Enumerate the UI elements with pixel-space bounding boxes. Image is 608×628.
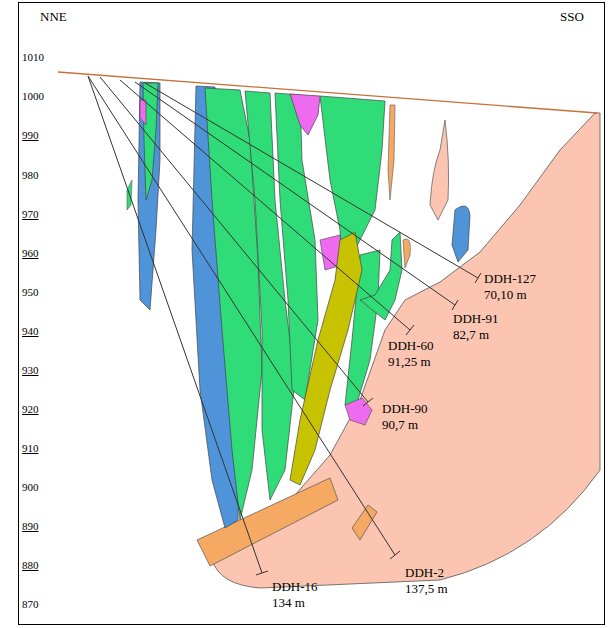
direction-label: SSO xyxy=(560,10,584,23)
elevation-tick: 950 xyxy=(22,287,39,298)
drill-hole-depth: 90,7 m xyxy=(382,418,418,431)
drill-hole-depth: 70,10 m xyxy=(484,288,527,301)
elevation-tick: 940 xyxy=(22,326,39,337)
drill-hole-name: DDH-2 xyxy=(405,566,444,579)
drill-hole xyxy=(88,76,268,575)
drill-hole-name: DDH-60 xyxy=(388,339,434,352)
elevation-tick: 980 xyxy=(22,170,39,181)
elevation-tick: 870 xyxy=(22,599,39,610)
drill-hole-depth: 137,5 m xyxy=(405,582,448,595)
direction-label: NNE xyxy=(40,10,67,23)
drill-hole-name: DDH-127 xyxy=(484,272,536,285)
dyke xyxy=(388,105,395,200)
drill-hole-name: DDH-16 xyxy=(272,580,318,593)
elevation-tick: 1000 xyxy=(22,91,44,102)
elevation-tick: 920 xyxy=(22,404,39,415)
drill-hole-name: DDH-91 xyxy=(453,312,499,325)
drill-hole xyxy=(135,82,458,310)
drill-hole xyxy=(88,76,400,559)
drill-hole xyxy=(145,83,481,283)
drill-hole-depth: 134 m xyxy=(272,596,305,609)
elevation-tick: 880 xyxy=(22,560,39,571)
elevation-tick: 890 xyxy=(22,521,39,532)
dyke xyxy=(403,239,410,268)
unit-green xyxy=(275,93,318,400)
elevation-tick: 930 xyxy=(22,365,39,376)
unit-blue xyxy=(452,206,470,262)
drill-holes xyxy=(88,76,481,575)
dyke xyxy=(352,505,377,540)
frame xyxy=(19,3,605,625)
drill-hole xyxy=(120,80,414,335)
elevation-tick: 970 xyxy=(22,209,39,220)
drill-hole-depth: 82,7 m xyxy=(453,328,489,341)
topographic-surface xyxy=(58,72,597,113)
elevation-tick: 900 xyxy=(22,482,39,493)
drill-hole-name: DDH-90 xyxy=(382,402,428,415)
unit-green xyxy=(360,232,402,320)
elevation-tick: 910 xyxy=(22,443,39,454)
drill-hole-depth: 91,25 m xyxy=(388,355,431,368)
unit-blue xyxy=(138,82,160,310)
unit-magenta xyxy=(140,100,146,125)
host-rock-sliver xyxy=(430,120,449,220)
unit-magenta xyxy=(290,94,320,135)
elevation-tick: 960 xyxy=(22,248,39,259)
drill-hole xyxy=(100,77,373,406)
elevation-tick: 990 xyxy=(22,130,39,141)
elevation-tick: 1010 xyxy=(22,52,44,63)
